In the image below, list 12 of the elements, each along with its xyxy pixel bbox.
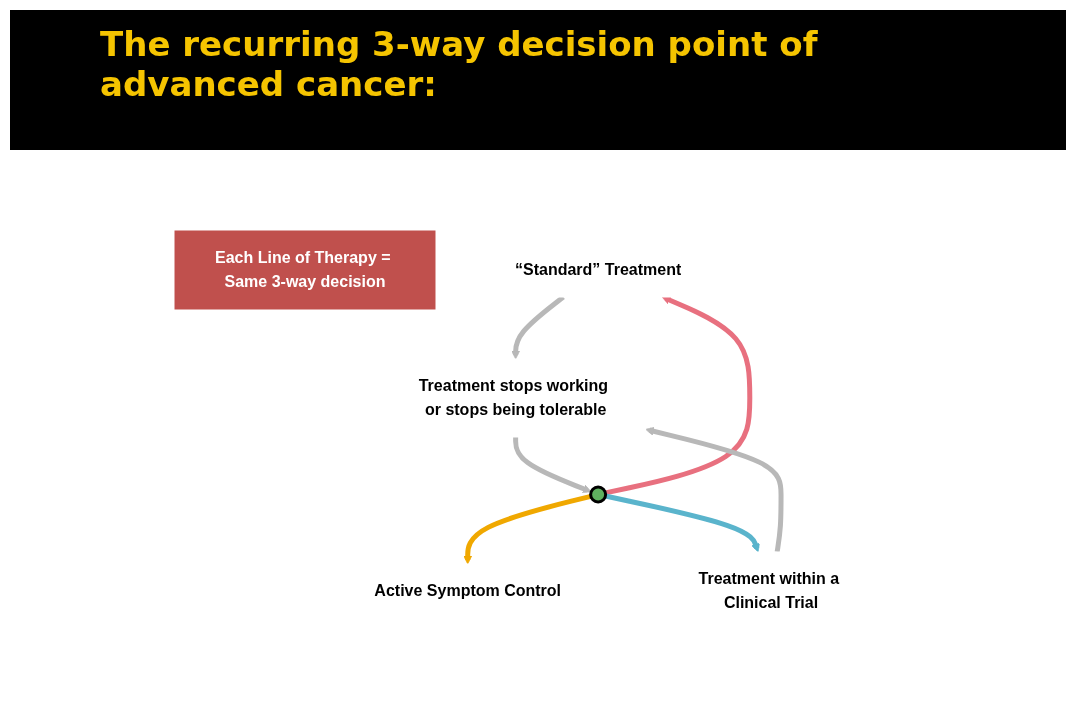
node-text: “Standard” Treatment bbox=[514, 260, 682, 278]
node-text: Treatment stops working or stops being tolerable bbox=[418, 376, 609, 418]
arrow bbox=[513, 436, 592, 493]
node-star bbox=[589, 485, 608, 503]
node-box: Each Line of Therapy = Same 3-way decision bbox=[174, 230, 436, 309]
slide-title: The recurring 3-way decision point of advanced cancer: bbox=[10, 10, 1066, 150]
arrow bbox=[463, 493, 592, 564]
node-text: Active Symptom Control bbox=[374, 581, 562, 599]
arrow bbox=[604, 295, 753, 495]
arrow bbox=[645, 426, 784, 552]
arrow bbox=[604, 493, 760, 552]
node-text: Treatment within a Clinical Trial bbox=[698, 569, 840, 611]
